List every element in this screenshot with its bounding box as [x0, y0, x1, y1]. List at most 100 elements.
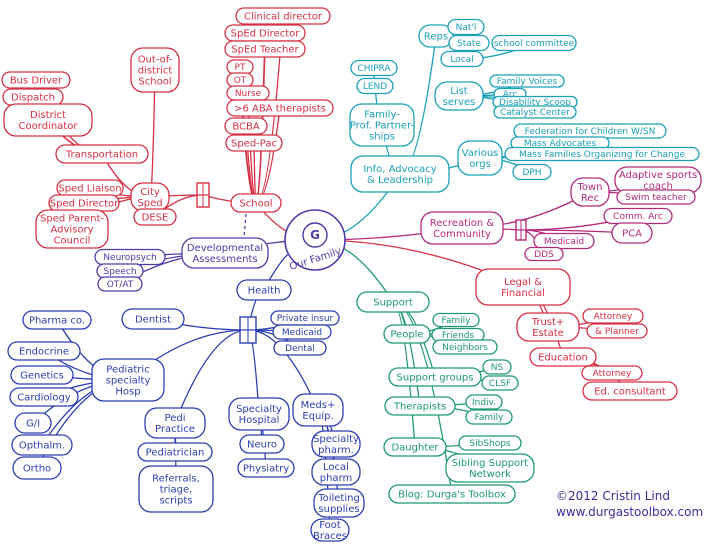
node-school-bus-driver[interactable]: Bus Driver — [1, 71, 71, 89]
node-recreation-recreation[interactable]: Recreation &Community — [420, 211, 504, 245]
node-advocacy-federation[interactable]: Federation for Children W/SN — [513, 123, 667, 139]
node-bubble — [7, 341, 81, 361]
node-legal-ed-consultant[interactable]: Ed. consultant — [582, 381, 678, 401]
node-recreation-swim[interactable]: Swim teacher — [616, 189, 696, 205]
node-support-family[interactable]: Family — [432, 312, 480, 328]
node-support-sibshops[interactable]: SibShops — [458, 435, 522, 451]
node-school-bcba[interactable]: BCBA — [224, 117, 268, 135]
node-advocacy-partnerships[interactable]: Family-Prof. Partner-ships — [349, 103, 415, 147]
node-legal-legal[interactable]: Legal &Financial — [475, 268, 571, 306]
node-school-school[interactable]: School — [230, 193, 282, 213]
node-school-dese[interactable]: DESE — [133, 208, 177, 226]
node-support-support[interactable]: Support — [356, 291, 430, 313]
node-support-support-groups[interactable]: Support groups — [388, 367, 482, 387]
node-recreation-dds[interactable]: DDS — [524, 246, 564, 262]
node-health-meds[interactable]: Meds+Equip. — [292, 393, 344, 427]
node-advocacy-catalyst[interactable]: Catalyst Center — [493, 105, 577, 119]
node-health-neuro[interactable]: Neuro — [239, 434, 285, 454]
node-health-endocrine[interactable]: Endocrine — [7, 341, 81, 361]
node-health-opthalm[interactable]: Opthalm. — [11, 434, 73, 456]
node-school-ot[interactable]: OT — [226, 72, 254, 88]
node-school-sped-director-staff[interactable]: SpEd Director — [224, 24, 306, 42]
node-advocacy-mass-families[interactable]: Mass Families Organizing for Change — [504, 146, 700, 162]
node-school-sped-pac[interactable]: Sped-Pac — [225, 134, 283, 152]
node-label: Private insur — [277, 314, 334, 324]
node-bubble — [432, 312, 480, 328]
node-recreation-medicaid[interactable]: Medicaid — [533, 232, 595, 250]
node-developmental-speech[interactable]: Speech — [96, 263, 144, 279]
node-legal-education[interactable]: Education — [529, 347, 597, 367]
node-support-neighbors[interactable]: Neighbors — [432, 339, 498, 355]
node-advocacy-natl[interactable]: Nat'l — [447, 18, 485, 36]
node-school-sped-teacher[interactable]: SpEd Teacher — [224, 40, 306, 58]
node-support-family-therapy[interactable]: Family — [465, 409, 513, 425]
node-health-health[interactable]: Health — [236, 279, 292, 301]
node-health-genetics[interactable]: Genetics — [10, 365, 74, 385]
node-school-sped-director[interactable]: Sped Director — [48, 194, 120, 212]
node-advocacy-family-voices[interactable]: Family Voices — [489, 74, 565, 88]
node-health-private-insur[interactable]: Private insur — [270, 310, 340, 326]
node-health-physiatry[interactable]: Physiatry — [237, 458, 295, 478]
node-support-ns[interactable]: NS — [482, 359, 512, 375]
node-school-sped-liaison[interactable]: Sped Liaison — [56, 179, 124, 197]
node-health-dental[interactable]: Dental — [273, 340, 327, 356]
node-school-pt[interactable]: PT — [226, 59, 254, 75]
node-health-gi[interactable]: G/I — [14, 412, 52, 434]
node-school-transportation[interactable]: Transportation — [55, 144, 149, 164]
node-legal-trust[interactable]: Trust+Estate — [516, 312, 580, 342]
center-node: G Our Family — [284, 209, 346, 273]
node-support-therapists[interactable]: Therapists — [384, 396, 456, 416]
node-recreation-pca[interactable]: PCA — [611, 222, 653, 244]
node-label: Support — [373, 298, 413, 309]
node-health-pharma[interactable]: Pharma co. — [22, 310, 92, 330]
node-recreation-comm-arc[interactable]: Comm. Arc — [603, 207, 673, 225]
node-health-dentist[interactable]: Dentist — [121, 308, 185, 330]
node-health-cardiology[interactable]: Cardiology — [9, 387, 79, 407]
node-label: OT/AT — [107, 280, 134, 290]
node-school-dispatch[interactable]: Dispatch — [2, 88, 64, 106]
node-developmental-ot-at[interactable]: OT/AT — [97, 276, 143, 292]
node-support-indiv[interactable]: Indiv. — [465, 394, 503, 410]
node-legal-attorney2[interactable]: Attorney — [581, 365, 643, 381]
node-support-people[interactable]: People — [383, 324, 431, 344]
node-health-referrals[interactable]: Referrals,triage,scripts — [138, 465, 214, 513]
node-health-ortho[interactable]: Ortho — [12, 456, 62, 480]
node-support-clsf[interactable]: CLSF — [481, 375, 519, 391]
node-health-pediatrician[interactable]: Pediatrician — [137, 442, 213, 462]
node-advocacy-dph[interactable]: DPH — [512, 163, 552, 181]
node-label: Arc — [503, 90, 518, 100]
node-school-clinical-director[interactable]: Clinical director — [235, 7, 331, 25]
node-advocacy-info[interactable]: Info, Advocacy& Leadership — [350, 155, 450, 193]
node-advocacy-local[interactable]: Local — [440, 50, 484, 68]
node-legal-planner[interactable]: & Planner — [586, 323, 648, 339]
node-school-nurse[interactable]: Nurse — [226, 85, 270, 101]
node-advocacy-school-committee[interactable]: school committee — [491, 34, 577, 52]
node-health-medicaid[interactable]: Medicaid — [272, 324, 332, 340]
node-advocacy-disability-scoop[interactable]: Disability Scoop — [492, 95, 578, 109]
node-school-aba[interactable]: >6 ABA therapists — [226, 99, 334, 117]
node-advocacy-lend[interactable]: LEND — [356, 77, 394, 95]
node-support-blog[interactable]: Blog: Durga's Toolbox — [388, 484, 516, 504]
node-advocacy-chipra[interactable]: CHIPRA — [350, 59, 398, 77]
node-support-daughter[interactable]: Daughter — [383, 437, 447, 457]
node-legal-attorney1[interactable]: Attorney — [582, 308, 644, 324]
node-advocacy-state[interactable]: State — [448, 34, 490, 52]
node-developmental-neuropsych[interactable]: Neuropsych — [94, 248, 166, 266]
